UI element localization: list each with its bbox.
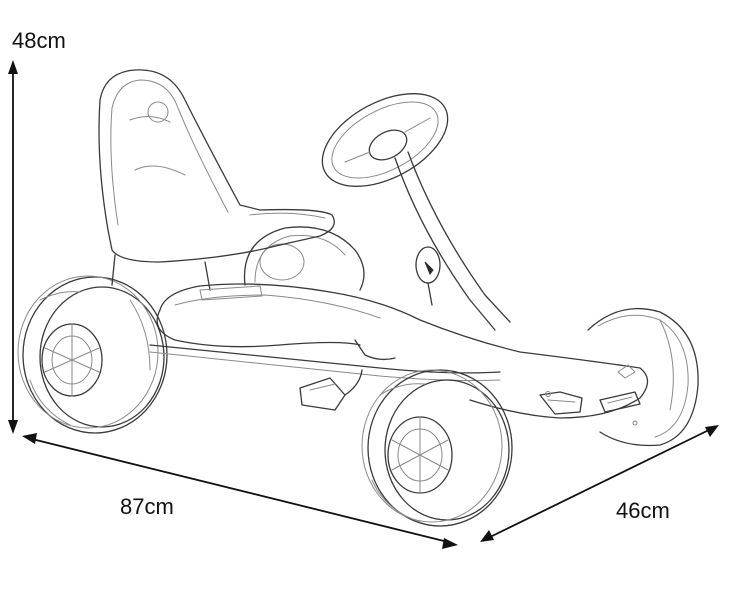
length-label: 87cm xyxy=(120,494,174,519)
width-label: 46cm xyxy=(616,498,670,523)
pedal xyxy=(299,369,363,411)
chassis xyxy=(149,246,649,419)
front-left-wheel xyxy=(361,369,513,527)
seat xyxy=(98,69,335,291)
height-arrow xyxy=(8,60,18,434)
length-arrow xyxy=(22,433,458,549)
width-arrow xyxy=(480,425,719,542)
height-label: 48cm xyxy=(12,28,66,53)
rear-left-wheel xyxy=(17,275,168,434)
steering-wheel xyxy=(321,93,511,331)
front-right-wheel xyxy=(587,307,699,447)
rear-right-wheel xyxy=(243,226,365,291)
front-bumper xyxy=(539,364,641,426)
